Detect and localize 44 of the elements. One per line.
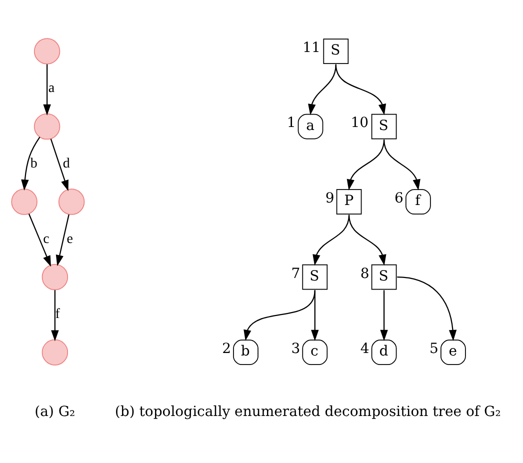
node-label: 4 [360,340,370,357]
arrow [21,136,40,190]
node-label: 11 [302,39,320,56]
node-label: 2 [222,340,232,357]
node-box: S [371,113,397,139]
arrow [397,276,457,340]
arrow [244,290,316,340]
node-label: 7 [291,265,300,282]
node-label: 1 [286,114,296,131]
arrow [308,64,336,115]
arrow [311,290,319,340]
edge-label: a [48,80,55,96]
label: (b) topologically enumerated decomposition tree of G₂ [114,404,501,420]
edge-label: e [66,231,73,246]
node-circle [34,38,60,64]
label: (a) G₂ [34,404,76,420]
arrow [43,64,51,115]
arrow [56,214,70,266]
arrow [380,290,388,340]
arrow [51,290,59,341]
arrow [335,64,386,115]
node-circle [42,338,68,365]
node-box: S [323,38,349,64]
edge-label: c [43,231,50,246]
node-circle [11,188,38,214]
node-box: S [302,264,328,290]
arrow [28,213,51,266]
node-label: 8 [360,265,370,282]
node-label: 6 [394,190,404,206]
node-circle [34,112,60,140]
arrow [348,214,386,266]
node-label: 5 [430,340,438,357]
node-circle [58,188,85,214]
node-label: 10 [350,114,369,131]
edge-label: d [62,156,70,171]
arrow [383,139,420,190]
node-box: S [371,264,397,290]
arrow [50,138,68,191]
node-box: P [336,188,362,214]
node-circle [42,263,68,290]
edge-label: f [55,306,60,322]
edge-label: b [30,156,38,171]
node-label: 9 [325,190,334,206]
node-label: 3 [291,340,300,357]
